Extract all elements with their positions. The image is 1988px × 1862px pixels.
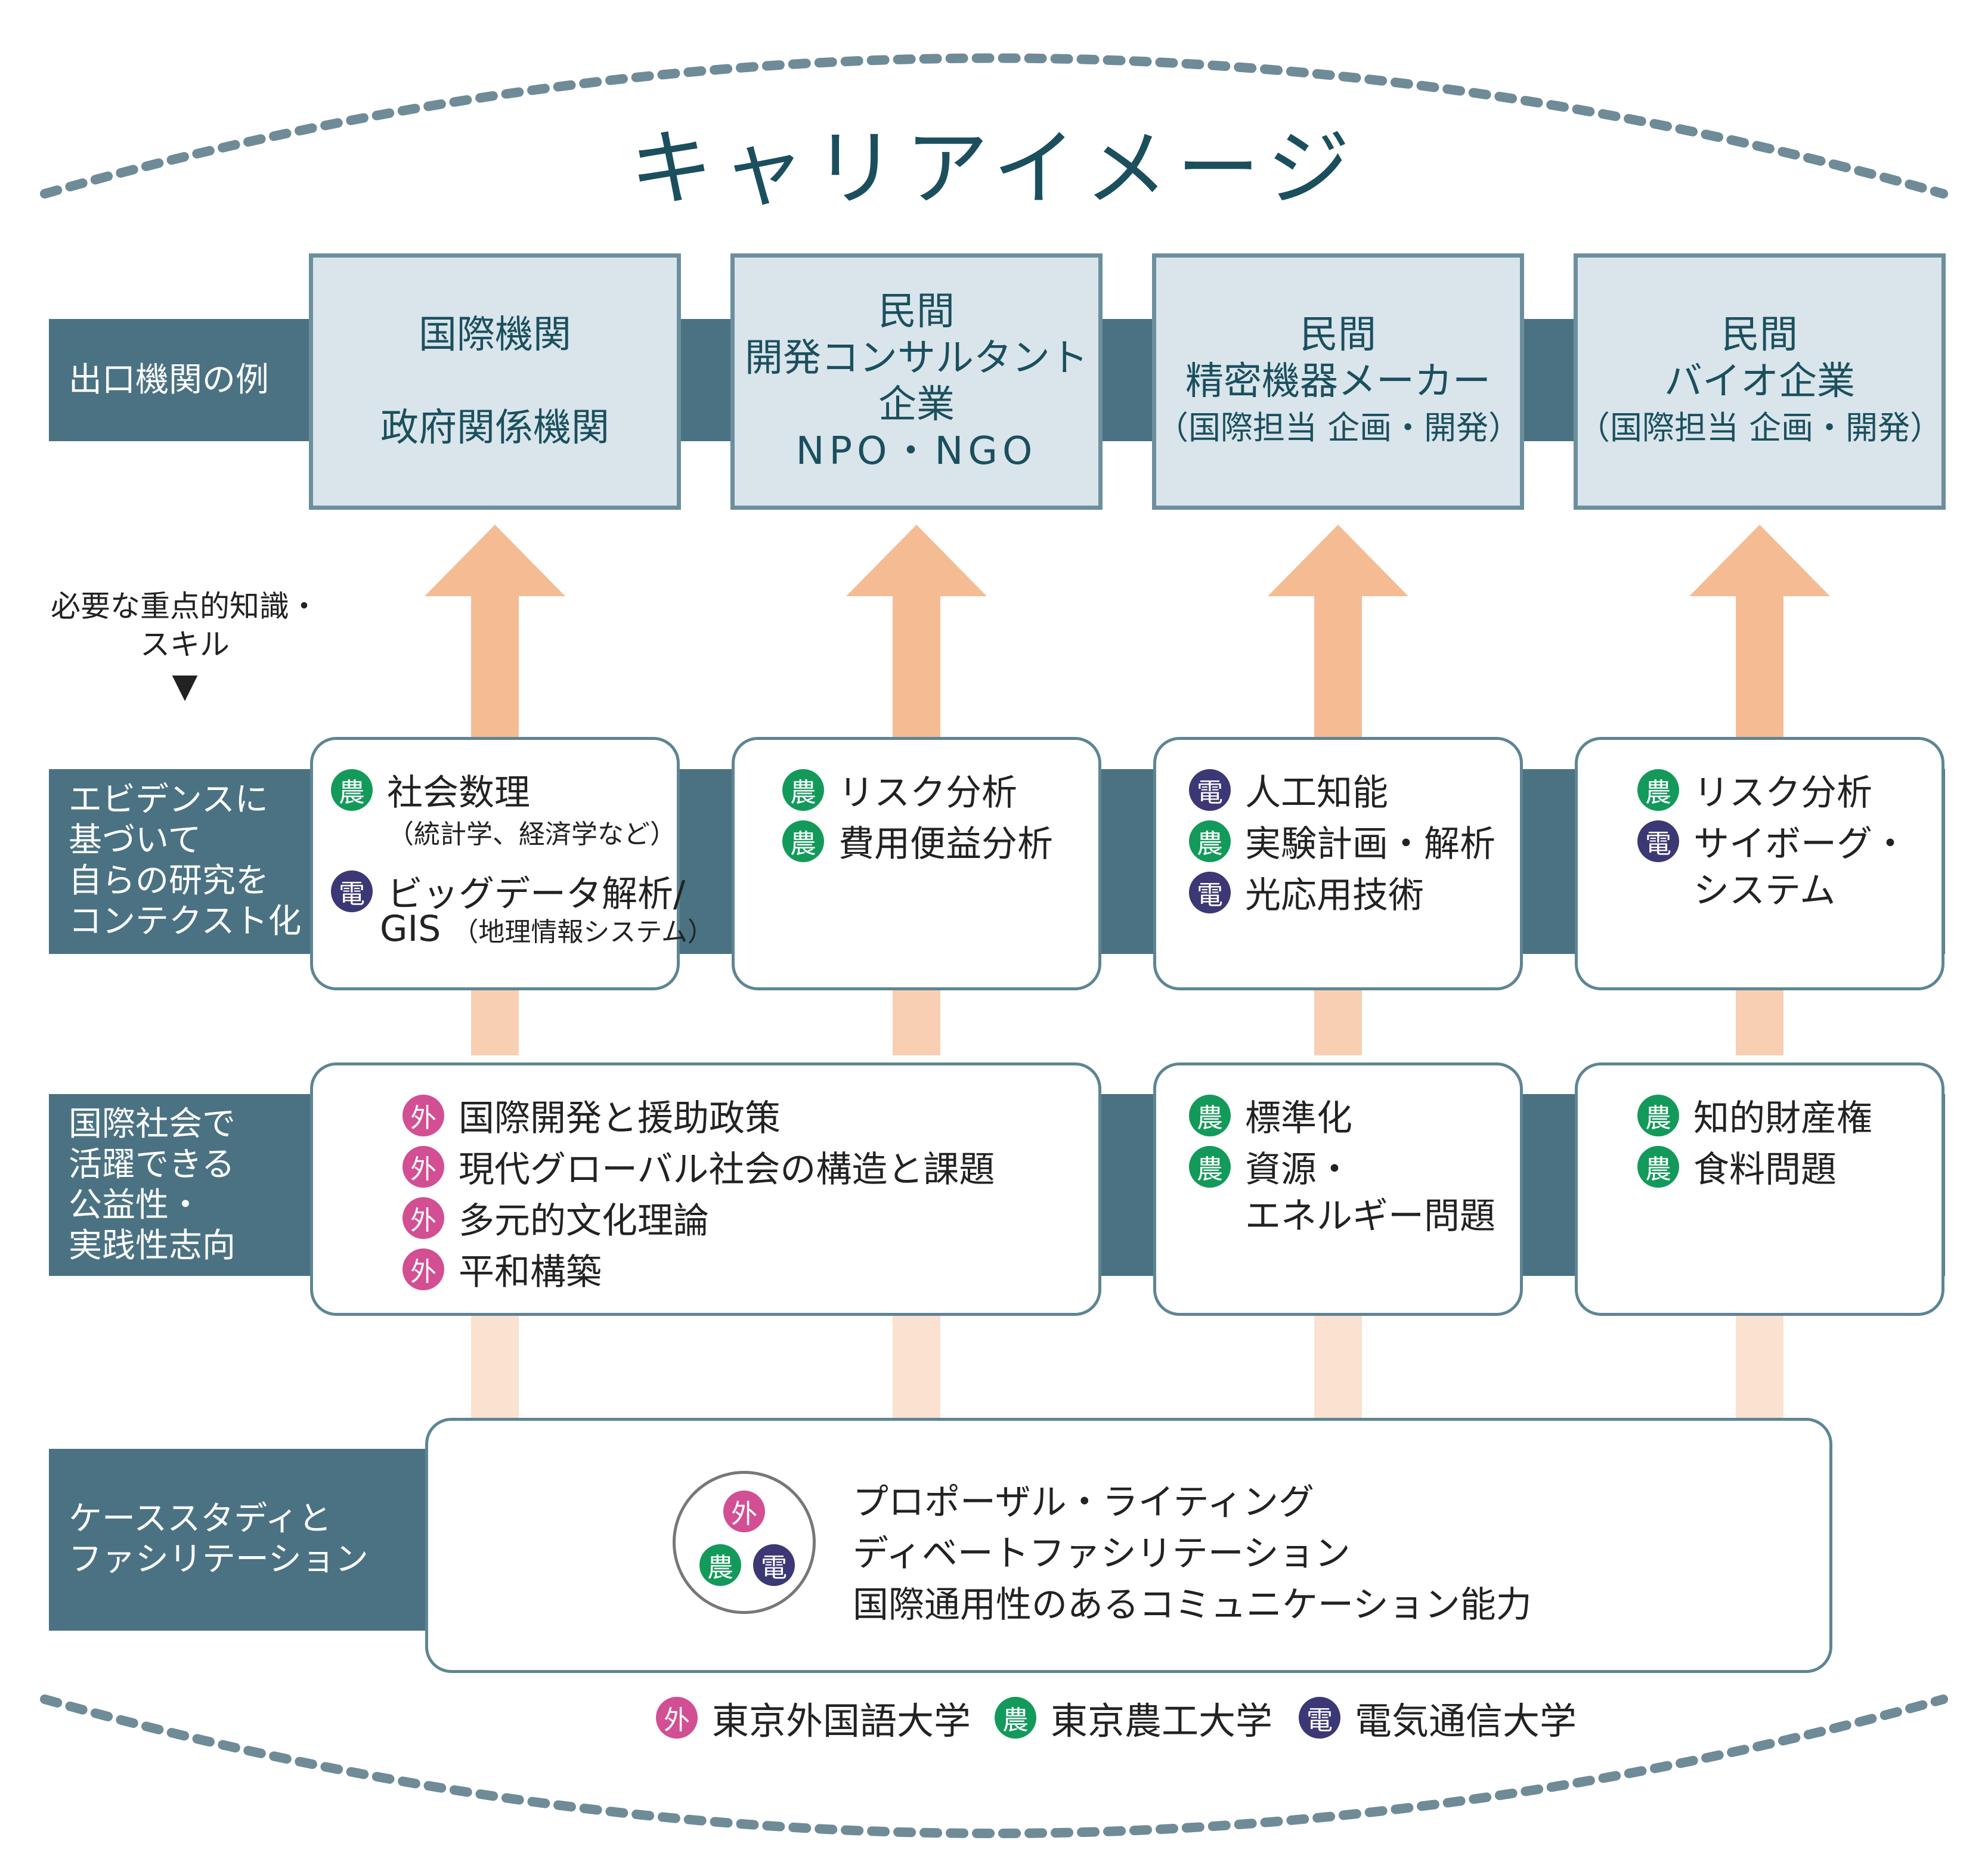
list-item: 農 知的財産権 (1637, 1089, 1872, 1141)
public-card-1: 外 国際開発と援助政策 外 現代グローバル社会の構造と課題 外 多元的文化理論 … (310, 1062, 1101, 1316)
required-skills-note: 必要な重点的知識・ スキル ▼ (48, 587, 322, 705)
evidence-card-4: 農 リスク分析 電 サイボーグ・ システム (1575, 737, 1944, 990)
legend-item-gai: 外 東京外国語大学 (656, 1691, 971, 1745)
nou-badge-icon: 農 (782, 820, 824, 862)
arrow-column-3 (1268, 525, 1408, 1419)
gai-badge-icon: 外 (723, 1491, 765, 1532)
case-line-1: プロポーザル・ライティング (853, 1482, 1314, 1523)
band-case (49, 1449, 466, 1631)
list-item: 農 標準化 (1189, 1089, 1352, 1141)
nou-badge-icon: 農 (1637, 769, 1679, 811)
den-badge-icon: 電 (753, 1544, 795, 1586)
arrow-column-1 (425, 525, 565, 1419)
case-study-card: 外 農 電 プロポーザル・ライティング ディベートファシリテーション 国際通用性… (425, 1418, 1832, 1673)
list-item: 農 リスク分析 (1637, 764, 1872, 816)
list-item: 農 社会数理 (331, 764, 530, 816)
nou-badge-icon: 農 (1189, 1145, 1231, 1188)
org-box-4: 民間 バイオ企業 （国際担当 企画・開発） (1574, 253, 1946, 510)
public-card-3: 農 知的財産権 農 食料問題 (1575, 1062, 1944, 1316)
gai-badge-icon: 外 (402, 1248, 444, 1290)
org-box-3: 民間 精密機器メーカー （国際担当 企画・開発） (1152, 253, 1524, 510)
row-label-public: 国際社会で活躍できる 公益性・実践性志向 (69, 1105, 236, 1265)
list-item: 農 費用便益分析 (782, 815, 1053, 867)
public-card-2: 農 標準化 農 資源・ エネルギー問題 (1153, 1062, 1523, 1316)
list-item: 電 人工知能 (1189, 764, 1388, 816)
down-triangle-icon: ▼ (172, 667, 198, 705)
nou-badge-icon: 農 (1189, 820, 1231, 862)
gai-badge-icon: 外 (402, 1145, 444, 1188)
den-badge-icon: 電 (331, 870, 373, 912)
bottom-dotted-arc (40, 1694, 1948, 1838)
arrow-column-4 (1689, 525, 1830, 1419)
case-line-2: ディベートファシリテーション (853, 1533, 1351, 1575)
gai-badge-icon: 外 (402, 1094, 444, 1136)
den-badge-icon: 電 (1189, 871, 1231, 913)
arrow-column-2 (846, 525, 987, 1419)
nou-badge-icon: 農 (1637, 1094, 1679, 1136)
nou-badge-icon: 農 (1637, 1145, 1679, 1188)
den-badge-icon: 電 (1637, 820, 1679, 862)
evidence-card-3: 電 人工知能 農 実験計画・解析 電 光応用技術 (1153, 737, 1523, 990)
nou-badge-icon: 農 (1189, 1094, 1231, 1136)
top-dotted-arc (40, 53, 1948, 199)
case-line-3: 国際通用性のあるコミュニケーション能力 (853, 1584, 1532, 1626)
list-item: 外 国際開発と援助政策 (402, 1089, 781, 1141)
nou-badge-icon: 農 (995, 1697, 1036, 1739)
evidence-card-1: 農 社会数理 （統計学、経済学など） 電 ビッグデータ解析/ GIS （地理情報… (310, 737, 714, 990)
row-label-exit: 出口機関の例 (69, 361, 269, 399)
nou-badge-icon: 農 (782, 769, 824, 811)
list-item: 電 光応用技術 (1189, 866, 1424, 918)
row-label-evidence: エビデンスに基づいて 自らの研究をコンテクスト化 (69, 780, 302, 941)
org-box-2: 民間 開発コンサルタント 企業 NPO・NGO (730, 253, 1103, 510)
org-box-1: 国際機関 政府関係機関 (309, 253, 681, 510)
list-item: 外 多元的文化理論 (402, 1192, 709, 1244)
row-label-case: ケーススタディとファシリテーション (69, 1499, 369, 1579)
list-item: 農 実験計画・解析 (1189, 815, 1495, 867)
list-item: 電 サイボーグ・ (1637, 815, 1908, 867)
gai-badge-icon: 外 (402, 1197, 444, 1239)
nou-badge-icon: 農 (331, 769, 373, 811)
list-item: 外 平和構築 (402, 1243, 602, 1295)
list-item: 電 ビッグデータ解析/ (331, 865, 685, 917)
nou-badge-icon: 農 (699, 1544, 741, 1586)
list-item: 農 資源・ (1189, 1141, 1352, 1192)
list-item: 農 食料問題 (1637, 1141, 1837, 1192)
legend-item-den: 電 電気通信大学 (1299, 1691, 1577, 1745)
den-badge-icon: 電 (1299, 1697, 1340, 1739)
evidence-card-2: 農 リスク分析 農 費用便益分析 (732, 737, 1101, 990)
list-item: 外 現代グローバル社会の構造と課題 (402, 1141, 995, 1192)
den-badge-icon: 電 (1189, 769, 1231, 811)
university-circle: 外 農 電 (673, 1471, 816, 1614)
legend-item-nou: 農 東京農工大学 (995, 1691, 1272, 1745)
list-item: 農 リスク分析 (782, 764, 1017, 816)
diagram-title: キャリアイメージ (629, 120, 1359, 218)
gai-badge-icon: 外 (656, 1697, 698, 1739)
